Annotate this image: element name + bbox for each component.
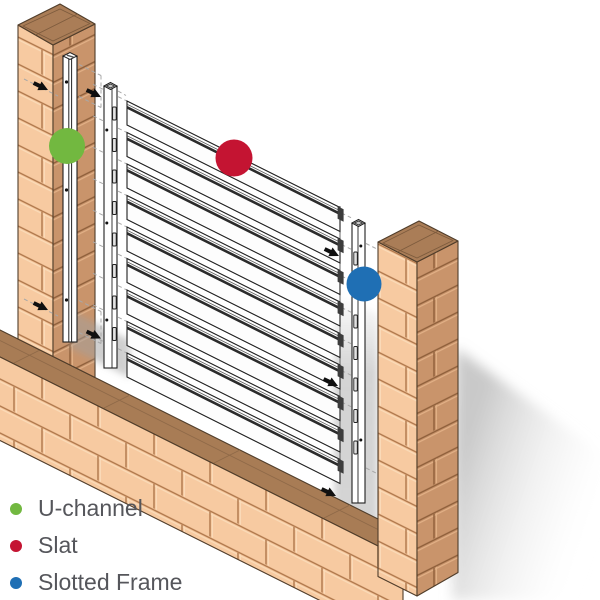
- u-channel-post: [61, 51, 79, 343]
- legend-item-slat: Slat: [10, 527, 182, 564]
- legend-label-slotted-frame: Slotted Frame: [38, 569, 183, 595]
- slat-marker: [215, 139, 253, 177]
- shadow-right-of-pillar: [452, 348, 600, 600]
- slat-panel: [125, 99, 345, 485]
- legend-dot-u-channel: [10, 502, 22, 515]
- legend-dot-slotted-frame: [10, 576, 22, 589]
- slotted-frame-post-right: [350, 218, 367, 504]
- legend-item-slotted-frame: Slotted Frame: [10, 564, 182, 600]
- legend-item-u-channel: U-channel: [10, 490, 182, 527]
- slotted-frame-marker: [346, 266, 382, 302]
- slotted-frame-post-middle: [102, 81, 119, 369]
- legend-dot-slat: [10, 539, 22, 552]
- legend: U-channel Slat Slotted Frame: [10, 490, 182, 600]
- right-brick-pillar: [377, 220, 459, 597]
- legend-label-slat: Slat: [38, 532, 78, 558]
- legend-label-u-channel: U-channel: [38, 495, 143, 521]
- u-channel-marker: [49, 128, 85, 164]
- assembly-guide-lines: [23, 64, 378, 474]
- base-wall-front-face: [0, 356, 404, 600]
